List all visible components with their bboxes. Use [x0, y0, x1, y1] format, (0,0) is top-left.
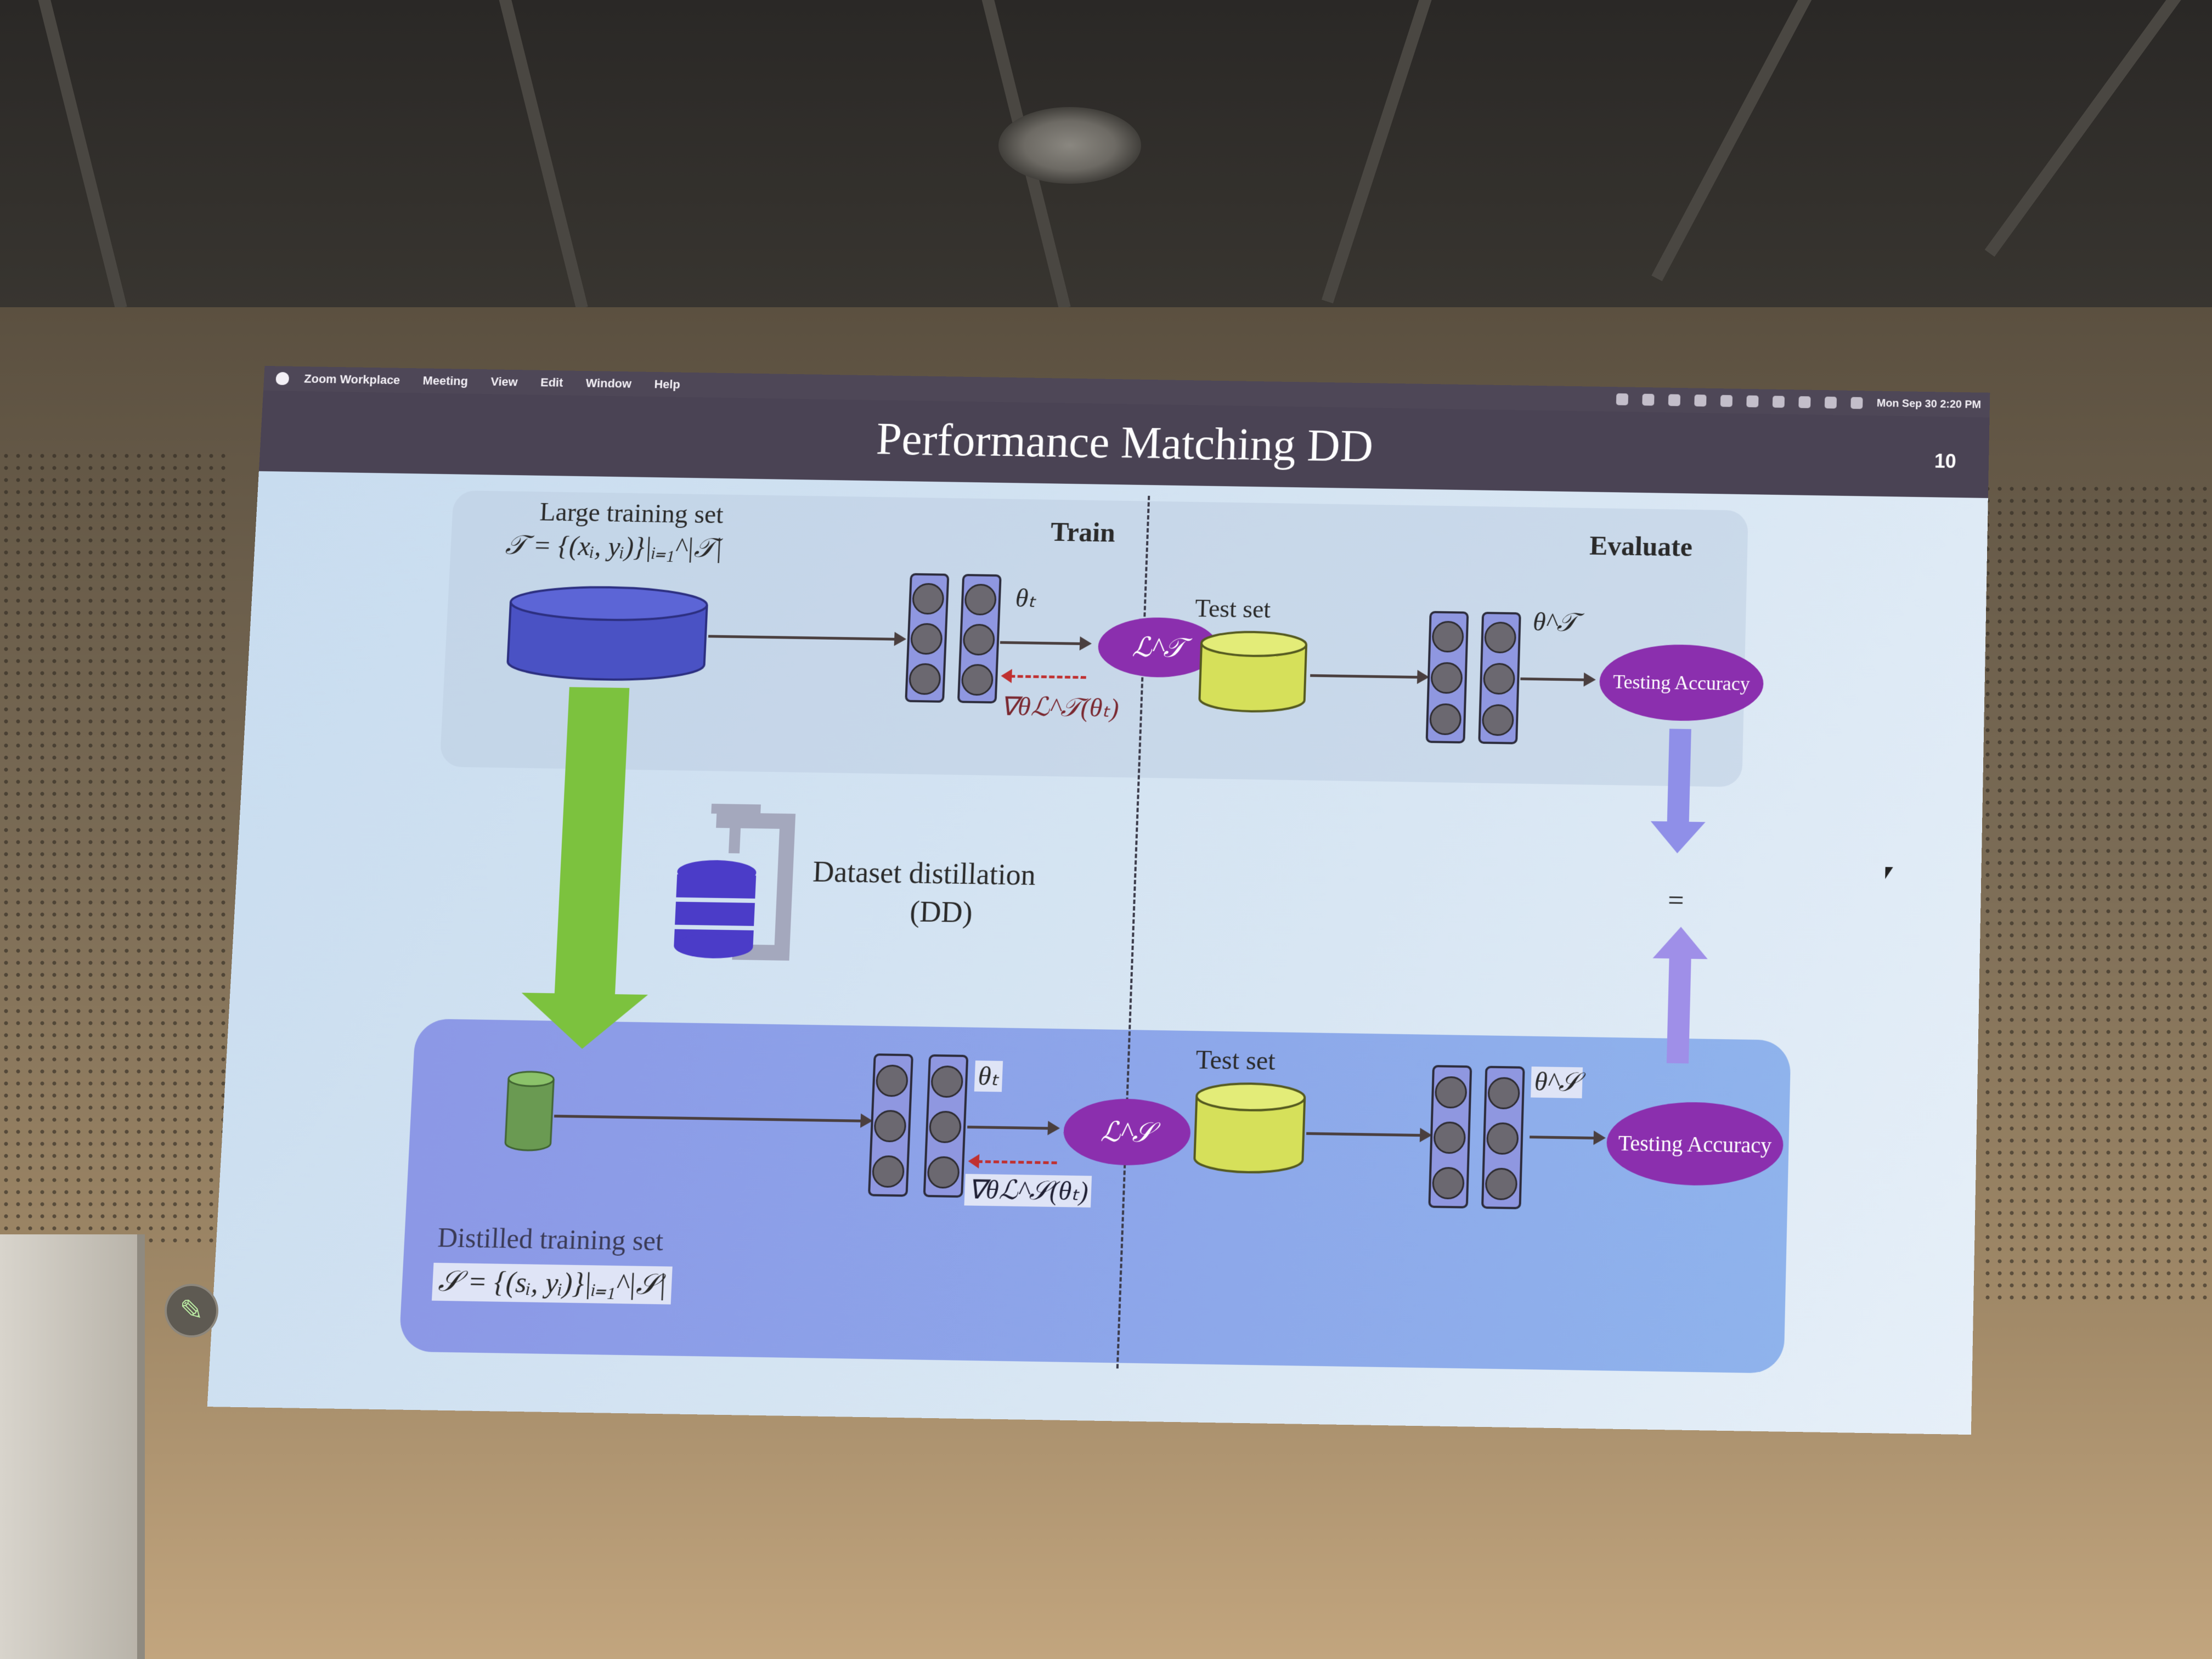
status-icon[interactable]: [1668, 394, 1680, 407]
neuron: [873, 1109, 907, 1143]
large-set-label: Large training set: [539, 498, 724, 529]
train-label: Train: [1050, 516, 1116, 548]
neuron: [908, 663, 941, 695]
ceiling-beam: [1321, 0, 1438, 304]
ceiling-beam: [1984, 0, 2194, 257]
door: [0, 1234, 145, 1659]
equals-sign: =: [1667, 885, 1685, 917]
theta-S-label: θ^𝒮: [1531, 1066, 1583, 1098]
neuron: [1485, 1167, 1518, 1200]
network-layer: [1481, 1065, 1525, 1210]
database-clamp-icon: [673, 798, 822, 970]
battery-icon[interactable]: [1772, 396, 1785, 408]
neuron: [1434, 1076, 1468, 1109]
distill-green-arrow: [518, 687, 648, 1050]
neuron: [1429, 703, 1462, 736]
network-layer: [1478, 612, 1521, 744]
neuron: [927, 1156, 960, 1189]
menu-view[interactable]: View: [490, 375, 518, 389]
large-set-formula: 𝒯 = {(xᵢ, yᵢ)}|ᵢ₌₁^|𝒯|: [504, 529, 723, 563]
wifi-icon[interactable]: [1798, 396, 1811, 408]
up-arrow-accuracy: [1652, 926, 1709, 1064]
dd-label-line1: Dataset distillation: [812, 855, 1036, 891]
volume-icon[interactable]: [1746, 395, 1759, 408]
neuron: [1433, 1121, 1466, 1154]
theta-t-top: θₜ: [1014, 584, 1037, 613]
ceiling-speaker: [998, 107, 1141, 184]
acoustic-panel-left: [0, 450, 230, 1245]
apple-logo-icon[interactable]: [275, 372, 290, 385]
network-layer: [1425, 611, 1469, 744]
neuron: [911, 583, 945, 615]
neuron: [1487, 1076, 1521, 1110]
network-layer: [957, 574, 1002, 704]
menu-window[interactable]: Window: [585, 376, 632, 391]
test-set-top-label: Test set: [1194, 594, 1271, 623]
neuron: [1430, 662, 1463, 694]
ceiling-beam: [494, 0, 588, 310]
control-center-icon[interactable]: [1850, 397, 1863, 409]
evaluate-label: Evaluate: [1589, 530, 1693, 562]
network-layer: [905, 573, 950, 703]
neuron: [930, 1065, 964, 1098]
distilled-set-cylinder: [503, 1070, 556, 1154]
theta-T-label: θ^𝒯: [1532, 607, 1578, 637]
distilled-set-formula: 𝒮 = {(sᵢ, yᵢ)}|ᵢ₌₁^|𝒮|: [431, 1262, 673, 1305]
neuron: [871, 1155, 905, 1188]
neuron: [1431, 620, 1464, 653]
neuron: [961, 664, 994, 696]
mouse-cursor-icon: [1885, 867, 1893, 879]
pencil-icon[interactable]: ✎: [165, 1284, 218, 1338]
menubar-clock[interactable]: Mon Sep 30 2:20 PM: [1876, 397, 1982, 411]
dd-label-line2: (DD): [909, 895, 973, 929]
status-icon[interactable]: [1641, 393, 1655, 406]
test-set-bottom-cylinder: [1192, 1081, 1308, 1177]
network-layer: [1428, 1065, 1472, 1209]
ceiling: [0, 0, 2212, 310]
neuron: [1483, 621, 1517, 654]
projection-screen: Zoom Workplace Meeting View Edit Window …: [207, 365, 1990, 1435]
neuron: [964, 583, 997, 616]
menu-meeting[interactable]: Meeting: [422, 374, 469, 388]
neuron: [875, 1064, 909, 1097]
neuron: [928, 1110, 962, 1143]
test-set-top-cylinder: [1197, 629, 1309, 715]
menu-edit[interactable]: Edit: [540, 375, 563, 390]
test-set-bottom-label: Test set: [1195, 1045, 1276, 1076]
page-number: 10: [1934, 449, 1956, 472]
large-set-cylinder: [504, 583, 710, 684]
status-icon[interactable]: [1720, 394, 1733, 407]
grad-T-label: ∇θℒ^𝒯(θₜ): [1000, 692, 1120, 723]
search-icon[interactable]: [1824, 396, 1837, 409]
menu-app-name[interactable]: Zoom Workplace: [303, 371, 400, 387]
neuron: [1431, 1166, 1465, 1200]
grad-S-label: ∇θℒ^𝒮(θₜ): [964, 1173, 1092, 1208]
neuron: [1481, 704, 1515, 736]
acoustic-panel-right: [1982, 483, 2212, 1306]
neuron: [962, 623, 996, 656]
menu-help[interactable]: Help: [654, 377, 681, 391]
status-icon[interactable]: [1616, 393, 1628, 405]
distilled-set-label: Distilled training set: [437, 1221, 664, 1257]
neuron: [910, 623, 943, 655]
network-layer: [923, 1054, 969, 1198]
neuron: [1482, 663, 1516, 695]
down-arrow-accuracy: [1650, 729, 1706, 854]
slide-body: Large training set 𝒯 = {(xᵢ, yᵢ)}|ᵢ₌₁^|𝒯…: [207, 471, 1988, 1435]
neuron: [1486, 1122, 1519, 1155]
theta-t-bottom: θₜ: [974, 1060, 1003, 1092]
ceiling-beam: [33, 0, 127, 310]
network-layer: [867, 1053, 913, 1197]
ceiling-beam: [1651, 0, 1822, 281]
slide-title: Performance Matching DD: [875, 414, 1374, 472]
status-icon[interactable]: [1694, 394, 1707, 407]
